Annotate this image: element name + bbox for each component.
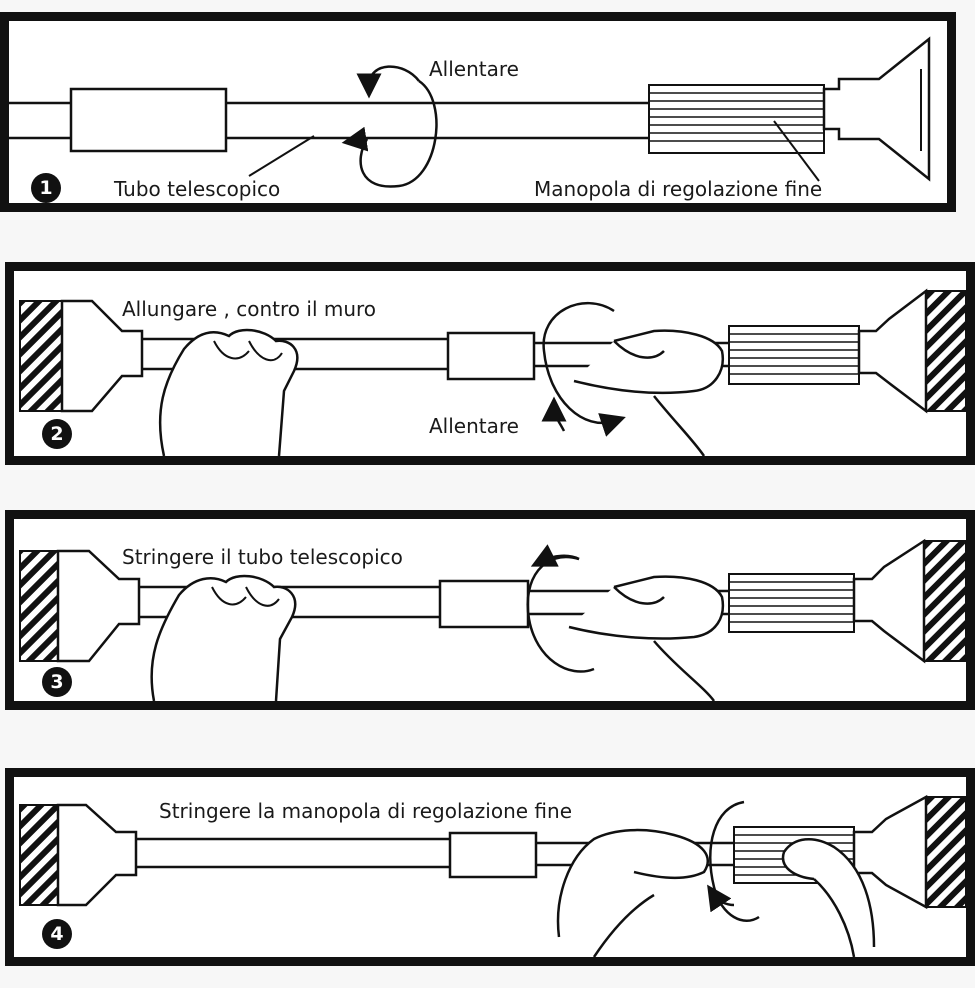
loosen-label: Allentare xyxy=(429,414,519,438)
step-3-illustration xyxy=(19,538,966,701)
left-wall xyxy=(19,300,63,412)
right-wall xyxy=(923,540,966,662)
loosen-label: Allentare xyxy=(429,57,519,81)
end-cap xyxy=(822,36,931,182)
step-2-illustration xyxy=(19,288,966,456)
step-2-panel: Allungare , contro il muro Allentare 2 xyxy=(5,262,975,465)
step-4-illustration xyxy=(19,794,966,957)
fine-adjustment-knob-label: Manopola di regolazione fine xyxy=(534,177,823,201)
step-1-panel: Allentare Tubo telescopico Manopola di r… xyxy=(0,12,956,212)
step-1-illustration xyxy=(9,36,931,188)
extend-against-wall-label: Allungare , contro il muro xyxy=(122,297,377,321)
grip-sleeve xyxy=(69,87,228,153)
left-wall xyxy=(19,804,59,906)
left-hand xyxy=(158,328,299,456)
fine-adjustment-knob xyxy=(648,84,825,154)
step-1-badge: 1 xyxy=(31,173,61,203)
tighten-telescopic-tube-label: Stringere il tubo telescopico xyxy=(122,545,403,569)
right-wall xyxy=(925,796,966,908)
right-wall xyxy=(925,290,966,412)
step-4-badge: 4 xyxy=(42,919,72,949)
telescopic-tube-label: Tubo telescopico xyxy=(114,177,281,201)
left-hand xyxy=(150,574,297,701)
step-2-badge: 2 xyxy=(42,419,72,449)
step-3-badge: 3 xyxy=(42,667,72,697)
right-hand xyxy=(568,575,725,640)
left-wall xyxy=(19,550,59,662)
step-3-panel: Stringere il tubo telescopico 3 xyxy=(5,510,975,710)
left-hand xyxy=(556,828,709,938)
right-hand xyxy=(573,329,725,395)
tighten-fine-adjustment-knob-label: Stringere la manopola di regolazione fin… xyxy=(159,799,573,823)
step-4-panel: Stringere la manopola di regolazione fin… xyxy=(5,768,975,966)
